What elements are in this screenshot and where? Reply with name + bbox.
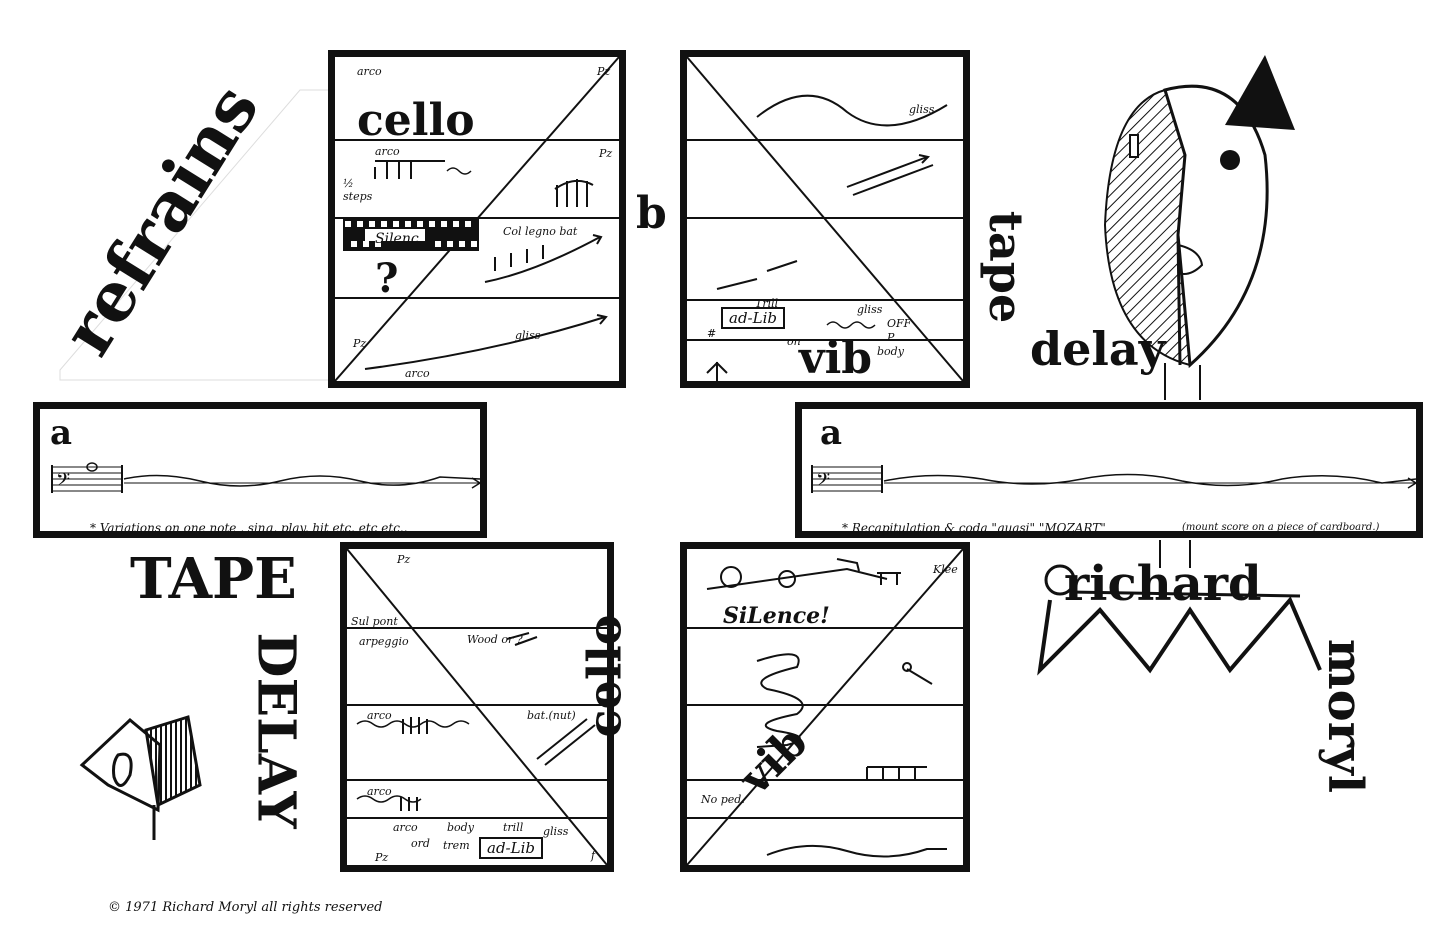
face-figure [1090, 45, 1295, 400]
cello-bottom-sul-pont: Sul pont [351, 615, 398, 628]
cello-bottom-adlib: ad-Lib [479, 837, 543, 859]
strip-left-label: a [50, 413, 73, 453]
vib-bottom-no-ped: No ped. [701, 793, 745, 806]
strip-right-panel: a 𝄢 * Recapitulation & coda "quasi" "MOZ… [795, 402, 1423, 538]
strip-left-panel: a 𝄢 * Variations on one note , sing, pla… [33, 402, 487, 538]
cello-top-arco: arco [357, 65, 382, 78]
copyright-note: © 1971 Richard Moryl all rights reserved [108, 900, 383, 915]
strip-right-label: a [820, 413, 843, 453]
cello-bottom-drawing [346, 548, 608, 866]
strip-left-footnote: * Variations on one note , sing, play, h… [90, 521, 408, 535]
vib-top-p: P [887, 331, 895, 344]
cello-bottom-arpeggio: arpeggio [359, 635, 409, 648]
cello-bottom-arco2: arco [367, 785, 392, 798]
cello-bottom-trem: trem [443, 839, 470, 852]
vib-top-drawing [686, 56, 964, 382]
cello-top-silence: Silenc [375, 231, 419, 247]
zigzag-figure [1020, 540, 1350, 690]
cello-top-drawing [334, 56, 620, 382]
cello-top-half-steps: ½ steps [343, 177, 373, 203]
cello-top-pz2: Pz [599, 147, 613, 160]
tape-vertical-title: tape [979, 210, 1034, 324]
vib-top-gliss: gliss [909, 103, 935, 116]
svg-text:𝄢: 𝄢 [56, 470, 70, 495]
svg-text:𝄢: 𝄢 [816, 470, 830, 495]
vib-top-panel: vib gliss ad-Lib Trill gliss OFF P body … [680, 50, 970, 388]
vib-bottom-klee: Klee [933, 563, 958, 576]
strip-right-staff: 𝄢 [811, 465, 1418, 495]
vib-top-on: on [787, 335, 801, 348]
richard-title: richard [1064, 556, 1262, 612]
strip-right-mount-note: (mount score on a piece of cardboard.) [1182, 522, 1380, 533]
cello-bottom-title: cello [577, 614, 632, 738]
cello-bottom-pz2: Pz [375, 851, 389, 864]
book-figure [79, 705, 220, 845]
vib-top-gliss2: gliss [857, 303, 883, 316]
vib-bottom-panel: SiLence! Klee vib No ped. [680, 542, 970, 872]
strip-right-footnote: * Recapitulation & coda "quasi" "MOZART" [842, 521, 1106, 535]
moryl-vertical-title: moryl [1317, 638, 1374, 794]
cello-top-arco2: arco [375, 145, 400, 158]
vib-bottom-drawing [686, 548, 964, 866]
cello-top-title: cello [357, 95, 475, 146]
cello-top-gliss: gliss [515, 329, 541, 342]
strip-left-staff: 𝄢 [51, 462, 482, 495]
cello-bottom-gliss: gliss [543, 825, 569, 838]
cello-bottom-wood: Wood or ? [467, 633, 523, 646]
vib-top-adlib: ad-Lib [721, 307, 785, 329]
cello-top-col-legno: Col legno bat [503, 225, 578, 238]
delay-vertical-title: DELAY [245, 632, 307, 829]
vib-top-title: vib [799, 333, 873, 384]
cello-bottom-bat: bat.(nut) [527, 709, 576, 722]
cello-bottom-panel: cello Pz Sul pont arpeggio Wood or ? arc… [340, 542, 631, 872]
cello-bottom-f: f [591, 849, 596, 862]
cello-bottom-arco3: arco [393, 821, 418, 834]
cello-bottom-pz: Pz [397, 553, 411, 566]
vib-bottom-silence: SiLence! [723, 603, 830, 629]
cello-bottom-ord: ord [411, 837, 430, 850]
cello-top-arco3: arco [405, 367, 430, 380]
cello-bottom-arco: arco [367, 709, 392, 722]
refrains-banner: refrains [30, 40, 331, 381]
cello-bottom-trill: trill [503, 821, 524, 834]
section-b-label: b [636, 188, 667, 239]
vib-top-body: body [877, 345, 904, 358]
cello-bottom-body: body [447, 821, 474, 834]
cello-top-panel: cello arco Pz Pz arco ½ steps Silenc ? C… [328, 50, 626, 388]
vib-top-trill: Trill [755, 297, 779, 310]
cello-top-question: ? [375, 255, 399, 302]
cello-top-pz3: Pz [353, 337, 367, 350]
vib-top-off: OFF [887, 317, 912, 330]
vib-top-sharp: # [707, 327, 717, 340]
cello-top-pz: Pz [597, 65, 611, 78]
tape-title: TAPE [130, 546, 297, 612]
